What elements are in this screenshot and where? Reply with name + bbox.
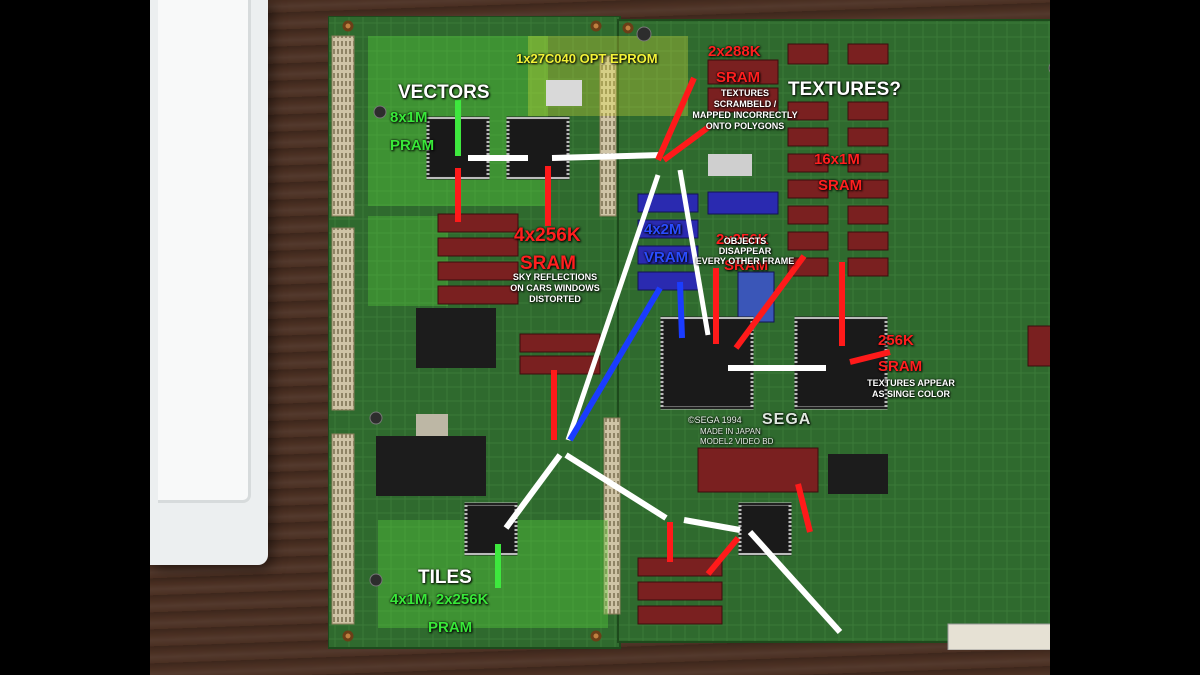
board-logo: SEGA <box>762 411 812 428</box>
capacitors <box>369 26 1050 587</box>
sram-right-label: SRAM <box>878 358 923 375</box>
tiles-title: TILES <box>418 567 472 588</box>
textures-question: TEXTURES? <box>788 79 901 100</box>
sram-chips-top-right <box>707 43 889 277</box>
note-line: EVERY OTHER FRAME <box>695 256 795 266</box>
note-line: SCRAMBELD / <box>713 99 777 109</box>
vectors-pram: PRAM <box>390 137 435 154</box>
sram-chips-bottom <box>637 325 1050 625</box>
sram-mid-count: 4x256K <box>514 225 581 246</box>
vram-label: VRAM <box>644 249 689 266</box>
single-color-note: TEXTURES APPEAR AS SINGE COLOR <box>856 378 966 400</box>
tiles-mem: 4x1M, 2x256K <box>390 591 489 608</box>
sram-top-label: SRAM <box>716 69 761 86</box>
note-line: ONTO POLYGONS <box>705 121 785 131</box>
photo-scene: SEGA ©SEGA 1994 MADE IN JAPAN MODEL2 VID… <box>150 0 1050 675</box>
board-copyright: ©SEGA 1994 <box>688 415 742 425</box>
sram-chips-mid <box>437 213 601 375</box>
textures-sram-label: SRAM <box>818 177 863 194</box>
tiles-pram: PRAM <box>428 619 473 636</box>
note-line: MAPPED INCORRECTLY <box>692 110 798 120</box>
white-panel-inner <box>158 0 251 503</box>
objects-disappear-note: OBJECTS DISAPPEAR EVERY OTHER FRAME <box>690 236 800 266</box>
note-line: ON CARS WINDOWS <box>510 283 600 293</box>
edge-connector <box>331 35 355 217</box>
sram-mid-label: SRAM <box>520 253 576 274</box>
note-line: TEXTURES APPEAR <box>867 378 955 388</box>
sky-reflections-note: SKY REFLECTIONS ON CARS WINDOWS DISTORTE… <box>490 272 620 305</box>
sram-right-count: 256K <box>878 332 914 349</box>
eprom-label: 1x27C040 OPT EPROM <box>516 51 658 66</box>
vectors-title: VECTORS <box>398 82 490 103</box>
green-highlight <box>368 216 448 306</box>
edge-connector <box>331 433 355 625</box>
note-line: OBJECTS <box>723 236 767 246</box>
note-line: DISTORTED <box>529 294 581 304</box>
board-made-in: MADE IN JAPAN <box>700 427 761 436</box>
white-panel <box>150 0 268 565</box>
bottom-connector <box>947 623 1050 650</box>
edge-connector <box>331 227 355 411</box>
sram-top-count: 2x288K <box>708 43 761 60</box>
sram-256-count: 2x256K <box>716 231 769 248</box>
sram-256-label: SRAM <box>724 257 769 274</box>
board-name: MODEL2 VIDEO BD <box>700 437 774 446</box>
note-line: TEXTURES <box>720 88 769 98</box>
textures-sram-count: 16x1M <box>814 151 860 168</box>
note-line: SKY REFLECTIONS <box>512 272 598 282</box>
annotation-lines <box>455 76 891 635</box>
edge-connector <box>603 417 621 615</box>
textures-scrambled-note: TEXTURES SCRAMBELD / MAPPED INCORRECTLY … <box>670 88 820 132</box>
note-line: DISAPPEAR <box>718 246 772 256</box>
edge-connector <box>599 55 617 217</box>
vram-chips <box>637 191 779 323</box>
vram-count: 4x2M <box>644 221 682 238</box>
vectors-mem: 8x1M <box>390 109 428 126</box>
note-line: AS SINGE COLOR <box>871 389 950 399</box>
mounting-holes <box>342 20 634 642</box>
